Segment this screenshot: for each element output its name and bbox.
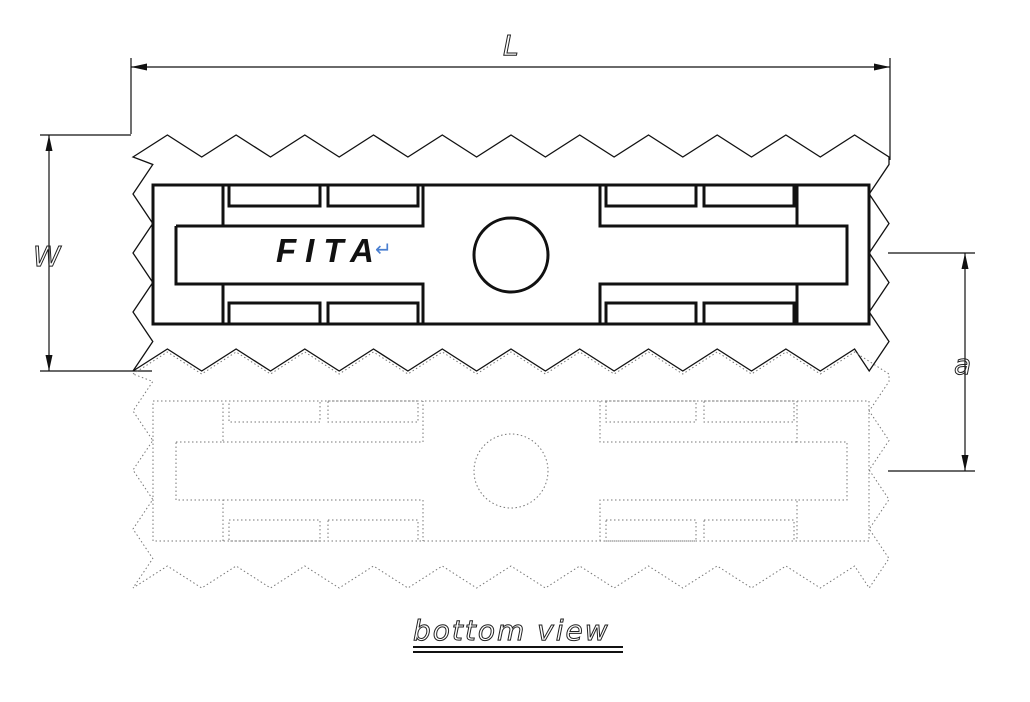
ghost-slot-top-1 — [228, 400, 321, 423]
length-arrow-right — [874, 63, 890, 71]
slot-top-4 — [702, 183, 796, 208]
ghost-slot-top-4 — [703, 400, 795, 423]
slot-top-2 — [326, 183, 420, 208]
width-arrow-top — [45, 135, 53, 151]
ghost-zigzag-outline — [131, 351, 890, 589]
part-inner-frame — [151, 183, 871, 326]
width-arrow-bottom — [45, 355, 53, 371]
slot-top-1 — [227, 183, 322, 208]
slot-bottom-4 — [702, 301, 796, 326]
ghost-slot-bottom-3 — [605, 519, 697, 542]
ghost-inner-frame — [152, 400, 870, 542]
dimension-length: L — [130, 29, 891, 160]
ghost-slot-bottom-4 — [703, 519, 795, 542]
center-channel — [174, 185, 849, 324]
slot-bottom-1 — [227, 301, 322, 326]
ghost-slot-top-3 — [605, 400, 697, 423]
offset-label: a — [954, 348, 971, 381]
return-mark-icon: ↵ — [375, 237, 392, 261]
part-solid: FITA ↵ — [131, 134, 890, 373]
part-label: FITA — [276, 232, 383, 269]
offset-arrow-bottom — [961, 455, 969, 471]
ghost-center-hole — [473, 433, 549, 509]
length-label: L — [503, 29, 519, 62]
center-hole — [472, 216, 550, 294]
width-label: W — [33, 240, 62, 273]
dimension-offset: a — [888, 252, 975, 472]
ghost-center-channel — [175, 401, 848, 541]
view-caption: bottom view — [413, 614, 623, 653]
offset-arrow-top — [961, 253, 969, 269]
ghost-slot-bottom-2 — [327, 519, 419, 542]
slot-bottom-2 — [326, 301, 420, 326]
view-caption-text: bottom view — [413, 614, 610, 647]
dimension-width: W — [33, 134, 152, 372]
length-arrow-left — [131, 63, 147, 71]
part-ghost — [131, 351, 890, 589]
ghost-slot-bottom-1 — [228, 519, 321, 542]
slot-bottom-3 — [604, 301, 698, 326]
ghost-slot-top-2 — [327, 400, 419, 423]
zigzag-outer-outline — [131, 134, 890, 373]
slot-top-3 — [604, 183, 698, 208]
